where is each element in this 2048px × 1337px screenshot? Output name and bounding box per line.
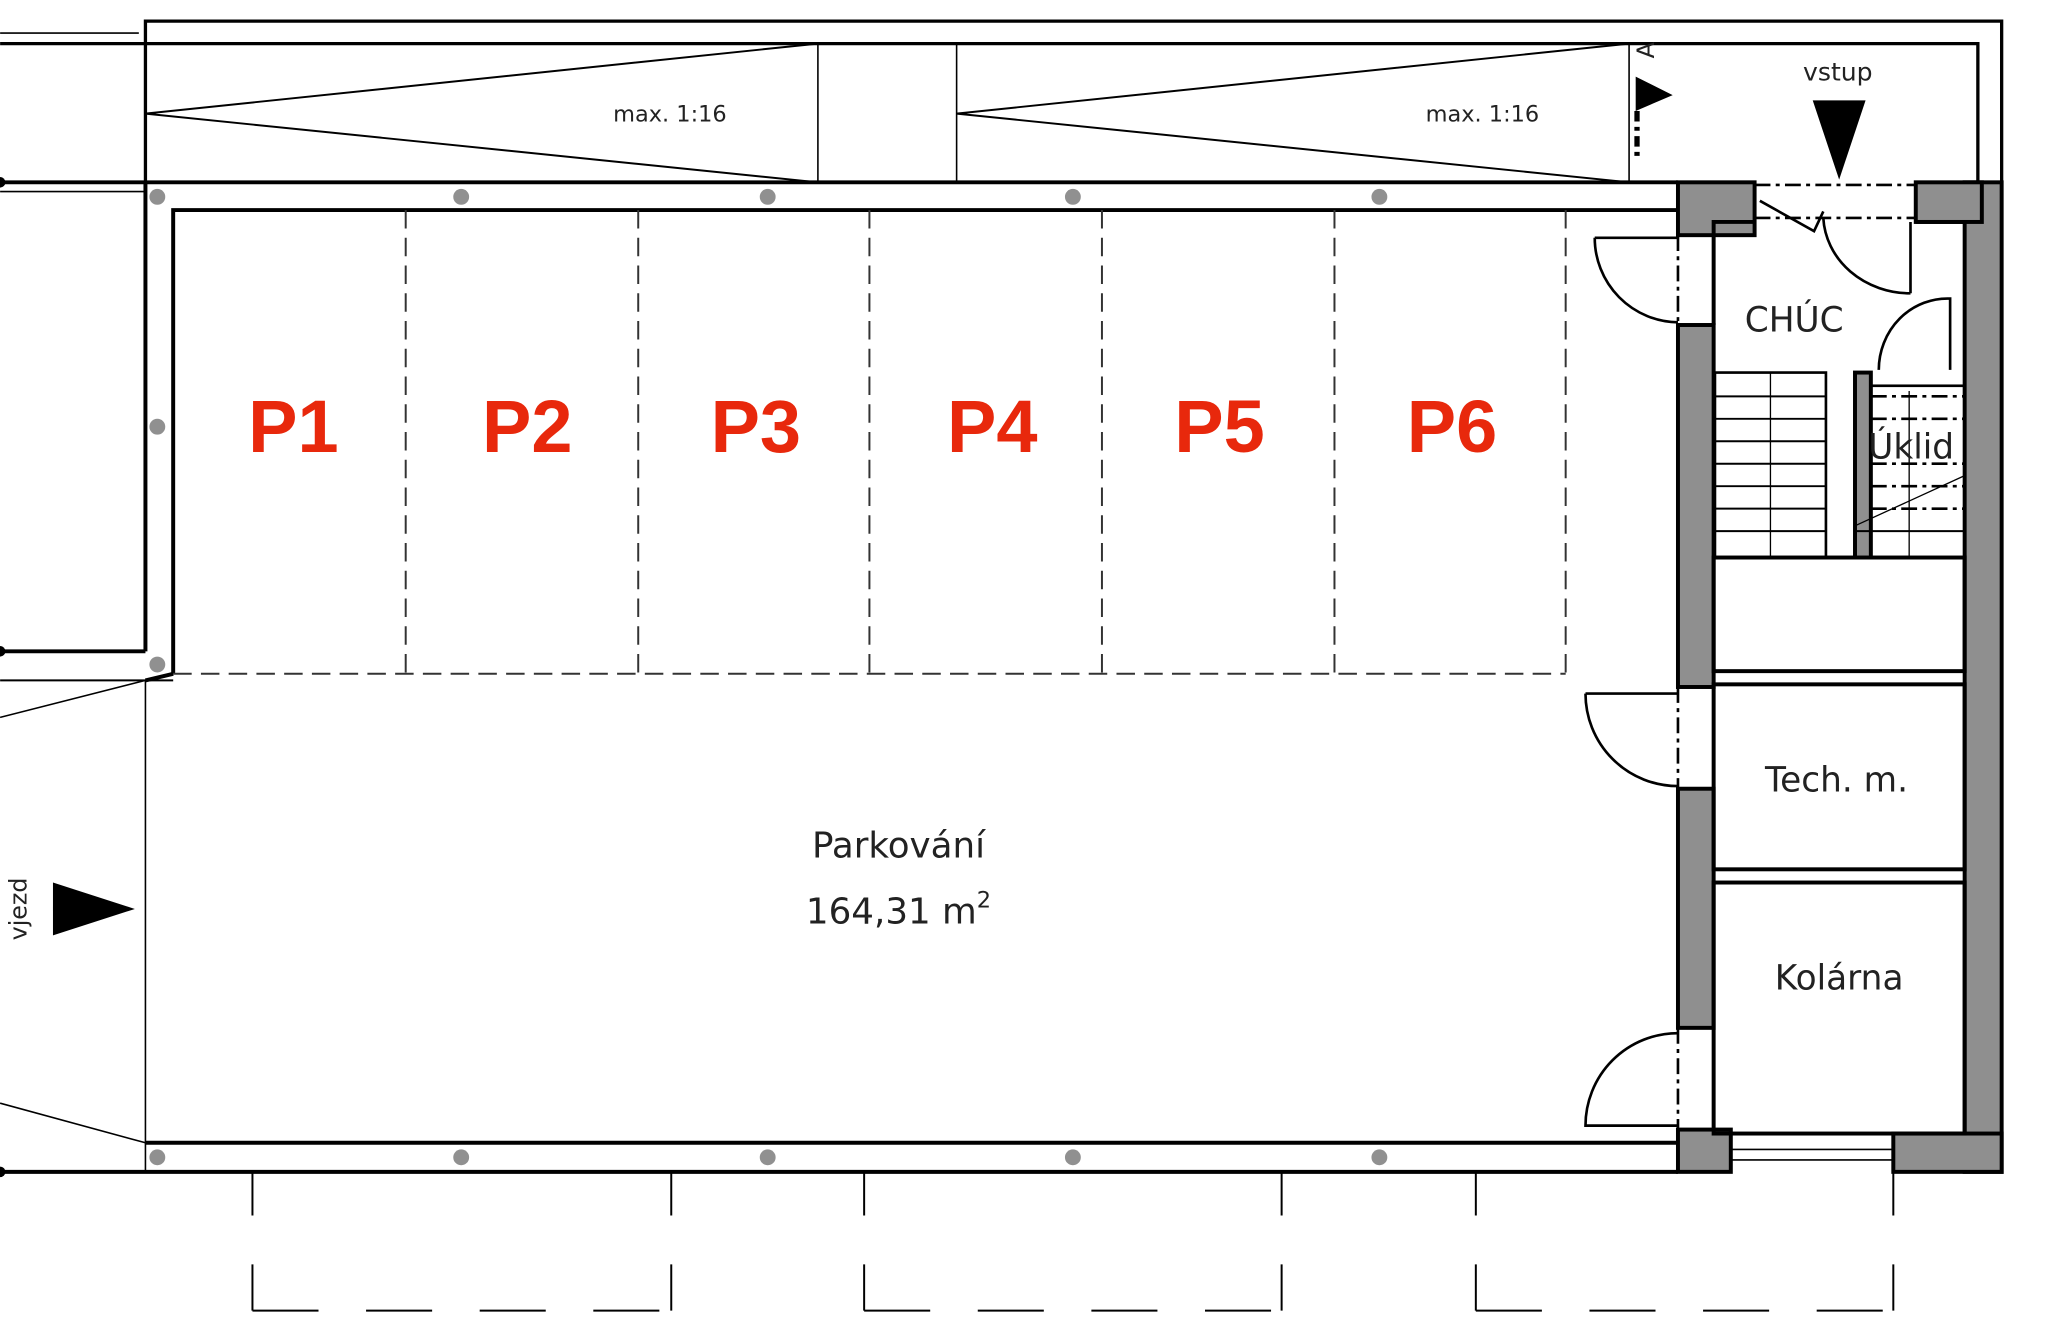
parking-space-label: P1 bbox=[248, 385, 338, 468]
parking-space-label: P4 bbox=[947, 385, 1037, 468]
entrance-arrow-icon bbox=[1812, 100, 1866, 180]
room-name-uklid: Úklid bbox=[1868, 426, 1954, 467]
parking-space-label: P2 bbox=[482, 385, 572, 468]
parking-space-label: P6 bbox=[1407, 385, 1497, 468]
doors bbox=[1584, 199, 1952, 1127]
section-marker-label: A bbox=[1632, 41, 1660, 58]
section-flag-icon bbox=[1635, 76, 1673, 111]
ramp-slope-label: max. 1:16 bbox=[613, 102, 727, 128]
room-name-kolarna: Kolárna bbox=[1775, 959, 1904, 999]
parking-dividers bbox=[173, 210, 1567, 675]
room-name: Parkování bbox=[812, 825, 986, 866]
vehicle-entrance-arrow-icon bbox=[52, 882, 135, 936]
garage-walls bbox=[0, 177, 1678, 1178]
ramp-slope-label: max. 1:16 bbox=[1426, 102, 1540, 128]
room-area: 164,31 m2 bbox=[806, 888, 991, 933]
entrance-label: vstup bbox=[1803, 58, 1873, 87]
parking-space-label: P3 bbox=[711, 385, 801, 468]
foundation-outline bbox=[251, 1171, 1895, 1312]
vehicle-entrance-label: vjezd bbox=[5, 878, 33, 941]
room-name-chuc: CHÚC bbox=[1745, 300, 1844, 341]
core-walls bbox=[1675, 180, 2004, 1174]
parking-space-label: P5 bbox=[1174, 385, 1264, 468]
ramp-strip bbox=[0, 19, 2004, 184]
room-name-tech: Tech. m. bbox=[1764, 760, 1908, 800]
staircase bbox=[1713, 370, 1966, 560]
section-marker: A bbox=[1632, 41, 1673, 159]
columns bbox=[149, 188, 1388, 1166]
